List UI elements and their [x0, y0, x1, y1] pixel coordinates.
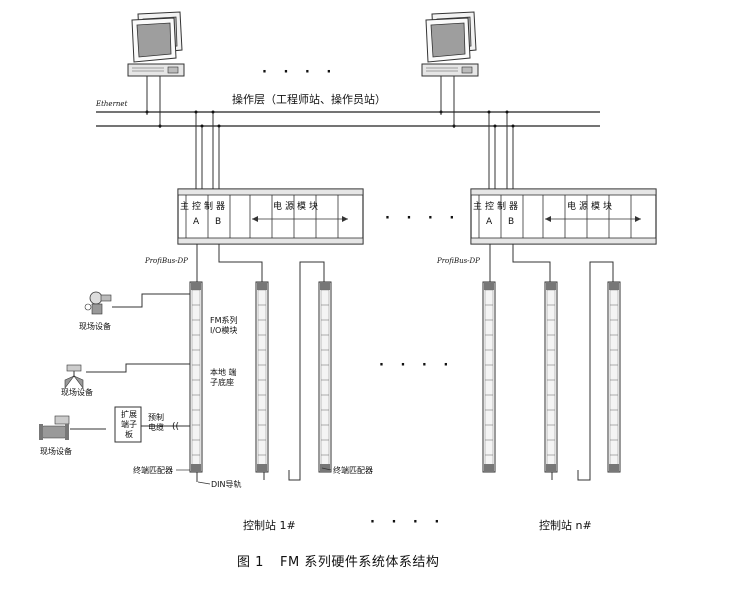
ellipsis-racks: · · · · — [385, 211, 460, 226]
field-device-label-3: 现场设备 — [40, 447, 72, 456]
profibus-right-label: ProfiBus-DP — [436, 257, 480, 265]
terminator-left-label: 终端匹配器 — [133, 466, 173, 475]
ellipsis-workstations: · · · · — [262, 65, 337, 80]
expansion-terminal-board — [114, 406, 142, 443]
prefab-cable-label: 预制 电缆 — [148, 413, 164, 432]
rack-left-power-label: 电源模块 — [273, 200, 321, 212]
local-base-label: 本地 端子底座 — [210, 368, 237, 387]
ellipsis-io: · · · · — [379, 358, 454, 373]
terminator-right-label: 终端匹配器 — [333, 466, 373, 475]
ethernet-label: Ethernet — [95, 100, 128, 108]
rack-right-power-label: 电源模块 — [567, 200, 615, 212]
field-device-transmitter-icon — [84, 291, 112, 315]
field-device-label-2: 现场设备 — [61, 388, 93, 397]
rack-left — [177, 188, 364, 245]
field-device-valve-icon — [64, 364, 84, 389]
io-column-left-2 — [255, 281, 269, 473]
expansion-board-label: 扩展 端子 板 — [121, 410, 137, 439]
din-rail-label: DIN导轨 — [211, 480, 242, 489]
io-column-left-3 — [318, 281, 332, 473]
field-device-label-1: 现场设备 — [79, 322, 111, 331]
io-column-left-1 — [189, 281, 203, 473]
figure-number: 图 1 — [237, 555, 264, 570]
rack-left-slot-a: A — [193, 217, 200, 227]
operation-layer-label: 操作层（工程师站、操作员站） — [232, 93, 386, 106]
svg-text:((: (( — [172, 422, 179, 432]
station-1-label: 控制站 1# — [243, 519, 296, 532]
workstation-right-icon — [421, 11, 479, 77]
figure-caption: FM 系列硬件系统体系结构 — [280, 555, 440, 570]
io-column-right-3 — [607, 281, 621, 473]
workstation-left-icon — [127, 11, 185, 77]
io-column-right-1 — [482, 281, 496, 473]
io-column-right-2 — [544, 281, 558, 473]
rack-left-slot-b: B — [215, 217, 221, 227]
rack-right — [470, 188, 657, 245]
station-n-label: 控制站 n# — [539, 519, 592, 532]
rack-right-controller-label: 主控制器 — [473, 200, 521, 212]
io-module-label: FM系列 I/O模块 — [210, 316, 238, 335]
profibus-left-label: ProfiBus-DP — [144, 257, 188, 265]
rack-left-controller-label: 主控制器 — [180, 200, 228, 212]
field-device-flowmeter-icon — [39, 415, 70, 440]
rack-right-slot-b: B — [508, 217, 514, 227]
ellipsis-stations: · · · · — [370, 515, 445, 530]
rack-right-slot-a: A — [486, 217, 493, 227]
